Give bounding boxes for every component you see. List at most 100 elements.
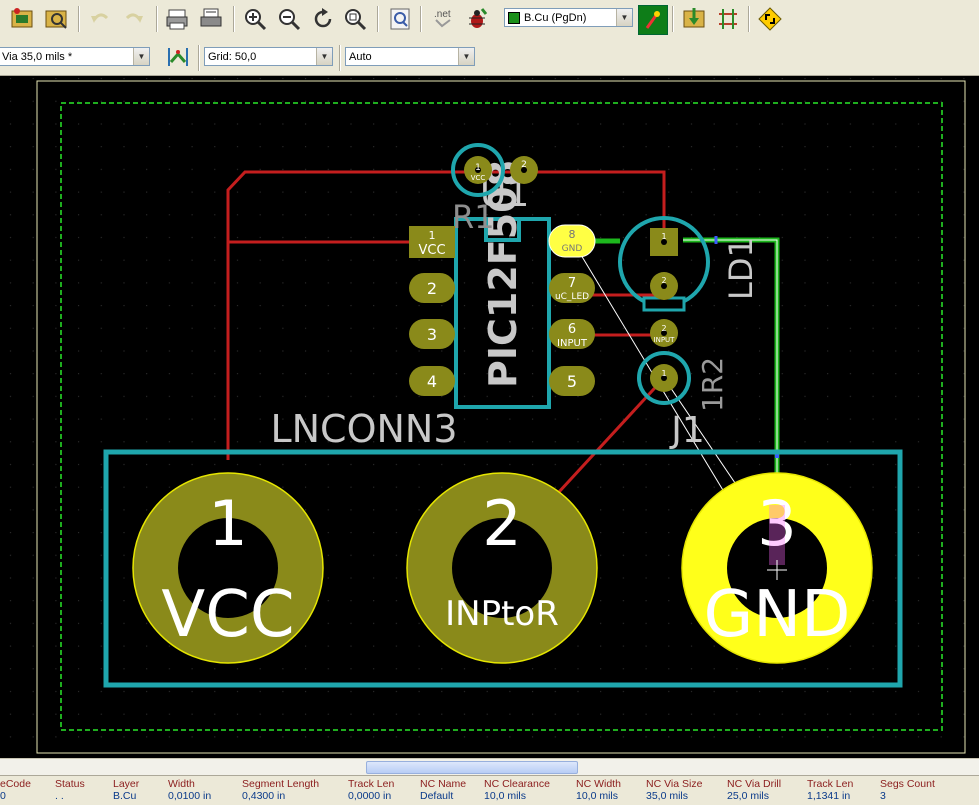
- find-icon[interactable]: [386, 5, 414, 33]
- r1-pad-2[interactable]: 2: [510, 156, 538, 184]
- layer-pair-icon[interactable]: [638, 5, 668, 35]
- big-pad-1-number: 1: [208, 487, 247, 560]
- chevron-down-icon: ▼: [616, 9, 632, 26]
- ic-pin-3[interactable]: 3: [409, 319, 455, 349]
- ic-pin-4[interactable]: 4: [409, 366, 455, 396]
- led-pad-2[interactable]: 2: [650, 272, 678, 300]
- svg-text:7: 7: [568, 276, 576, 291]
- big-pad-2-number: 2: [482, 487, 521, 560]
- zoom-fit-icon[interactable]: [341, 5, 369, 33]
- svg-text:INPUT: INPUT: [557, 338, 588, 349]
- svg-text:5: 5: [567, 372, 577, 391]
- big-pad-3-number: 3: [757, 487, 796, 560]
- ic-pin-2[interactable]: 2: [409, 273, 455, 303]
- r2-reference: 1R2: [696, 357, 729, 412]
- status-col-status: Status. .: [55, 778, 85, 802]
- autoroute-icon[interactable]: [714, 5, 742, 33]
- svg-text:.net: .net: [434, 9, 451, 20]
- page-frame: [36, 80, 966, 754]
- svg-text:8: 8: [569, 228, 576, 241]
- secondary-toolbar: Via 35,0 mils * ▼ Grid: 50,0 ▼ Auto ▼: [0, 39, 979, 76]
- print-icon[interactable]: [163, 5, 191, 33]
- undo-icon[interactable]: [86, 5, 114, 33]
- connector-reference: LNCONN3: [270, 407, 457, 451]
- svg-text:1: 1: [475, 163, 481, 173]
- big-pad-3-net: GND: [704, 578, 851, 652]
- svg-text:uC_LED: uC_LED: [555, 292, 589, 302]
- connector-lnconn3[interactable]: 1 VCC 2 INPtoR 3 GND: [103, 449, 903, 688]
- ic-value-label: PIC12F508: [481, 160, 525, 388]
- autoplace-icon[interactable]: [680, 5, 708, 33]
- netlist-icon[interactable]: .net: [429, 5, 457, 33]
- board-outline: [60, 102, 943, 731]
- r1-reference: R1: [452, 198, 495, 236]
- resistor-r2[interactable]: 2 INPUT 1 1R2: [637, 319, 729, 412]
- board-setup-icon[interactable]: [8, 5, 36, 33]
- layer-select[interactable]: B.Cu (PgDn) ▼: [504, 8, 633, 27]
- chevron-down-icon: ▼: [133, 48, 149, 65]
- svg-text:1: 1: [661, 232, 666, 241]
- layer-color-swatch: [508, 12, 520, 25]
- read-netlist-icon[interactable]: [42, 5, 70, 33]
- led-ld1[interactable]: 1 2 LD1: [618, 216, 760, 312]
- svg-text:INPUT: INPUT: [654, 336, 676, 344]
- svg-text:2: 2: [661, 276, 666, 285]
- svg-text:2: 2: [427, 279, 437, 298]
- zoom-select[interactable]: Auto ▼: [345, 47, 475, 66]
- main-toolbar: .net B.Cu (PgDn) ▼: [0, 0, 979, 40]
- freeroute-icon[interactable]: [756, 5, 784, 33]
- svg-text:GND: GND: [562, 244, 583, 254]
- zoom-in-icon[interactable]: [241, 5, 269, 33]
- svg-text:3: 3: [427, 325, 437, 344]
- led-pad-1[interactable]: 1: [650, 228, 678, 256]
- svg-text:1: 1: [661, 369, 666, 378]
- pcb-canvas[interactable]: 1 VCC 2 INPtoR 3 GND LNCONN3 J1 PIC12F50…: [0, 76, 979, 758]
- chevron-down-icon: ▼: [458, 48, 474, 65]
- drc-bug-icon[interactable]: [463, 5, 491, 33]
- led-reference: LD1: [722, 237, 760, 300]
- via-size-select[interactable]: Via 35,0 mils * ▼: [0, 47, 150, 66]
- connector-pad-2[interactable]: [406, 472, 598, 664]
- j1-reference: J1: [669, 410, 705, 451]
- big-pad-1-net: VCC: [161, 578, 294, 652]
- auto-track-width-icon[interactable]: [164, 43, 192, 71]
- big-pad-2-net: INPtoR: [445, 594, 559, 634]
- ic-pin-7[interactable]: 7uC_LED: [549, 273, 595, 303]
- zoom-out-icon[interactable]: [275, 5, 303, 33]
- chevron-down-icon: ▼: [316, 48, 332, 65]
- cursor-crosshair: [767, 560, 787, 580]
- r1-pad-1[interactable]: 1 VCC: [451, 143, 505, 197]
- redo-icon[interactable]: [120, 5, 148, 33]
- plot-icon[interactable]: [197, 5, 225, 33]
- svg-text:2: 2: [661, 324, 666, 333]
- connector-pad-1[interactable]: [132, 472, 324, 664]
- svg-text:VCC: VCC: [418, 243, 445, 258]
- grid-select[interactable]: Grid: 50,0 ▼: [204, 47, 333, 66]
- svg-text:VCC: VCC: [471, 174, 486, 182]
- svg-text:1: 1: [429, 229, 436, 242]
- svg-text:6: 6: [568, 322, 576, 337]
- ic-pin-5[interactable]: 5: [549, 366, 595, 396]
- horizontal-scrollbar[interactable]: [0, 758, 979, 775]
- redraw-icon[interactable]: [309, 5, 337, 33]
- scrollbar-thumb[interactable]: [366, 761, 578, 774]
- r2-pad-1[interactable]: 1: [637, 351, 691, 405]
- r2-pad-2[interactable]: 2 INPUT: [650, 319, 678, 347]
